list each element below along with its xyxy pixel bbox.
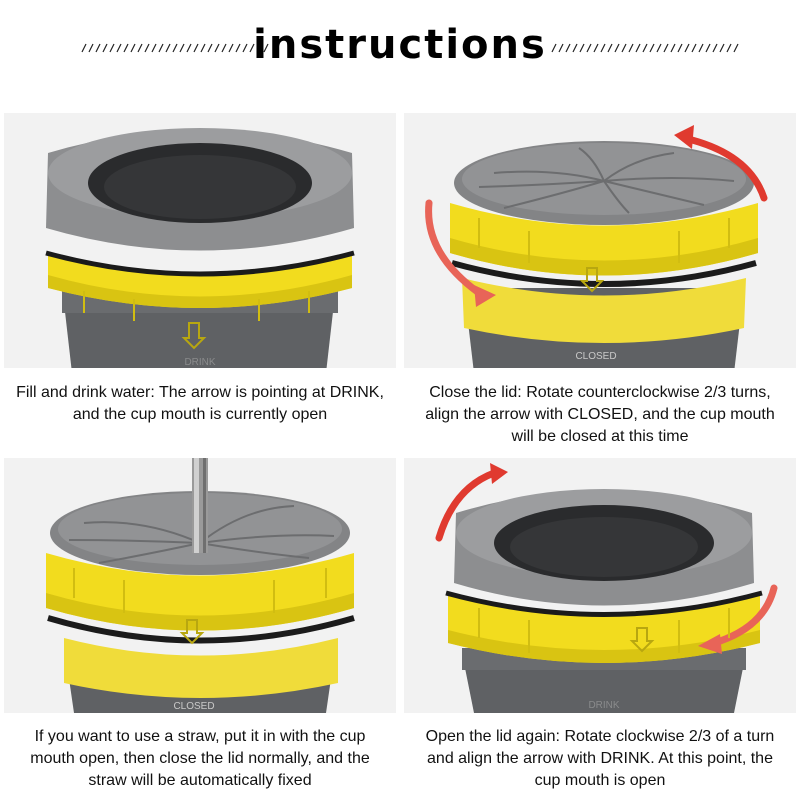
- straw-icon: [192, 458, 208, 553]
- arrow-marker-icon: [181, 322, 207, 350]
- cup-opening-inner: [104, 155, 296, 219]
- cup-lower-yellow-band: [64, 638, 338, 698]
- o-ring: [45, 250, 355, 277]
- scale-label: DRINK: [184, 357, 215, 368]
- cup-opening-inner: [510, 517, 698, 577]
- lid-folds: [478, 147, 735, 214]
- panel-2-image: CLOSED: [404, 113, 796, 368]
- scale-label: CLOSED: [173, 701, 214, 712]
- yellow-ring-shade: [448, 630, 760, 663]
- panel-4-caption: Open the lid again: Rotate clockwise 2/3…: [425, 728, 775, 789]
- hatch-decoration-left: [81, 43, 269, 53]
- panel-1-image: DRINK: [4, 113, 396, 368]
- scale-label: CLOSED: [575, 351, 616, 362]
- panel-1-caption: Fill and drink water: The arrow is point…: [16, 384, 384, 423]
- yellow-ring-shade: [450, 238, 758, 276]
- o-ring: [47, 615, 355, 644]
- yellow-ring-shade: [48, 275, 352, 308]
- page-title: instructions: [253, 22, 547, 68]
- cup-lower-yellow-band: [462, 278, 746, 343]
- panel-3-caption: If you want to use a straw, put it in wi…: [30, 728, 370, 789]
- yellow-ring-shade: [46, 593, 354, 631]
- panel-2-caption: Close the lid: Rotate counterclockwise 2…: [425, 384, 775, 445]
- panel-1-caption-wrap: Fill and drink water: The arrow is point…: [4, 382, 396, 426]
- o-ring: [451, 260, 757, 287]
- panel-2-caption-wrap: Close the lid: Rotate counterclockwise 2…: [404, 382, 796, 448]
- o-ring: [445, 590, 763, 617]
- rotate-counterclockwise-arrow-icon: [425, 125, 768, 307]
- panel-3-caption-wrap: If you want to use a straw, put it in wi…: [4, 726, 396, 792]
- rotate-clockwise-arrow-icon: [435, 463, 778, 654]
- panel-4-caption-wrap: Open the lid again: Rotate clockwise 2/3…: [404, 726, 796, 792]
- hatch-decoration-right: [551, 43, 739, 53]
- panel-4-image: DRINK: [404, 458, 796, 713]
- scale-label: DRINK: [588, 700, 619, 711]
- cup-body: [464, 663, 744, 713]
- arrow-marker-icon: [579, 267, 605, 293]
- header: instructions: [0, 0, 800, 100]
- lid-folds: [68, 505, 335, 564]
- arrow-marker-icon: [629, 627, 655, 653]
- arrow-marker-icon: [179, 619, 205, 645]
- panel-3-image: CLOSED: [4, 458, 396, 713]
